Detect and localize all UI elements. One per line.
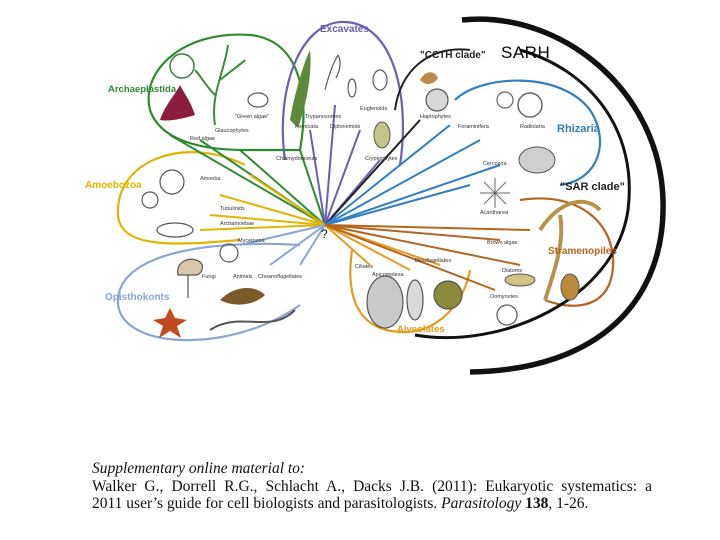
label-acantharea: Acantharea — [480, 210, 509, 216]
opisthokonts-envelope — [116, 242, 301, 342]
fly-illustration — [220, 288, 265, 305]
glaucophyte-illustration — [247, 92, 269, 108]
label-mycetozoa: Mycetozoa — [238, 238, 266, 244]
organism-illustrations — [141, 44, 602, 338]
tree-branches — [169, 104, 531, 291]
amoeba-illustration — [159, 169, 185, 195]
apicomplexan-illustration — [406, 279, 424, 321]
oomycete-illustration — [496, 304, 518, 326]
label-dinoflagellates: Dinoflagellates — [415, 258, 451, 264]
ccth-label: "CCTH clade" — [420, 50, 486, 61]
sar-label: "SAR clade" — [560, 181, 625, 193]
fornicata-illustration — [373, 121, 391, 149]
archaeplastida-envelope — [147, 33, 305, 152]
label-foraminifera: Foraminifera — [458, 124, 490, 130]
label-oomycetes: Oomycetes — [490, 294, 518, 300]
rhizaria-envelope — [454, 79, 602, 187]
starfish-illustration — [153, 308, 187, 338]
citation-line-3: 2011 user’s guide for cell biologists an… — [92, 495, 652, 513]
archaeplastida-label: Archaeplastida — [108, 84, 177, 95]
citation-title-tail: 2011 user’s guide for cell biologists an… — [92, 495, 438, 512]
jakobid-illustration — [372, 69, 388, 91]
label-ciliates: Ciliates — [355, 264, 373, 270]
cryptophyte-illustration — [420, 72, 438, 84]
mushroom-illustration — [177, 258, 204, 298]
euglena-illustration — [290, 50, 311, 128]
label-trypanosomes: Trypanosomes — [305, 114, 341, 120]
stramenopile-cell-illustration — [560, 273, 580, 301]
label-apicomplexa: Apicomplexa — [372, 272, 404, 278]
citation-block: Supplementary online material to: Walker… — [92, 460, 652, 513]
worm-illustration — [209, 309, 296, 331]
label-diplonemids: Diplonemids — [330, 124, 361, 130]
label-choanoflagellates: Choanoflagellates — [258, 274, 302, 280]
label-green-algae: "Green algae" — [235, 114, 269, 120]
cercozoan-illustration — [518, 146, 556, 174]
sarh-arc — [461, 16, 666, 375]
label-tubulinids: Tubulinids — [220, 206, 245, 212]
label-amoeba: Amoeba — [200, 176, 221, 182]
rhizaria-label: Rhizaria — [557, 123, 601, 135]
radiolarian-illustration — [517, 92, 543, 118]
label-fungi: Fungi — [202, 274, 216, 280]
amoebozoa-label: Amoebozoa — [85, 180, 142, 191]
diatom-illustration — [169, 53, 195, 79]
citation-journal: Parasitology — [441, 495, 522, 512]
root-label: ? — [321, 227, 328, 241]
label-chlamydomonas: Chlamydomonas — [276, 156, 318, 162]
excavates-envelope — [281, 20, 404, 166]
label-haptophytes: Haptophytes — [420, 114, 451, 120]
haptophyte-illustration — [425, 88, 449, 112]
organism-labels: Fornicata Trypanosomes Diplonemids Eugle… — [190, 106, 546, 300]
alveolates-label: Alveolates — [397, 324, 445, 335]
citation-pages: , 1-26. — [548, 495, 589, 512]
tubulinid-illustration — [141, 191, 159, 209]
label-fornicata: Fornicata — [295, 124, 319, 130]
sarh-label: SARH — [501, 43, 551, 62]
label-cryptophytes: Cryptophytes — [365, 156, 398, 162]
sar-envelope — [414, 48, 631, 340]
amoebozoa-envelope — [116, 151, 246, 245]
foram-illustration — [496, 91, 514, 109]
brown-alga-illustration — [538, 199, 602, 301]
excavates-label: Excavates — [320, 24, 369, 35]
green-alga-illustration — [194, 44, 246, 126]
citation-volume: 138 — [525, 495, 549, 512]
label-glaucophytes: Glaucophytes — [215, 128, 249, 134]
ccth-envelope — [394, 48, 471, 111]
diplonemid-illustration — [347, 78, 357, 98]
label-red-algae: Red algae — [190, 136, 215, 142]
label-diatoms: Diatoms — [502, 268, 522, 274]
opisthokonts-label: Opisthokonts — [105, 292, 170, 303]
ciliate-illustration — [366, 275, 404, 329]
label-animals: Animals — [233, 274, 253, 280]
archamoeba-illustration — [156, 222, 194, 238]
citation-line-2: Walker G., Dorrell R.G., Schlacht A., Da… — [92, 477, 652, 495]
dinoflagellate-illustration — [433, 280, 463, 310]
label-radiolaria: Radiolaria — [520, 124, 546, 130]
trypanosome-illustration — [324, 54, 341, 91]
stramenopiles-label: Stramenopiles — [548, 246, 617, 257]
stramenopiles-envelope — [519, 197, 615, 307]
label-euglenoids: Euglenoids — [360, 106, 387, 112]
acantharian-illustration — [480, 178, 510, 208]
red-alga-illustration — [160, 85, 195, 121]
label-brown-algae: Brown algae — [487, 240, 518, 246]
label-cercozoa: Cercozoa — [483, 161, 507, 167]
label-archamoebae: Archamoebae — [220, 221, 254, 227]
diatom-sar-illustration — [504, 273, 536, 287]
choanoflagellate-illustration — [219, 243, 239, 263]
citation-line-1: Supplementary online material to: — [92, 460, 306, 477]
